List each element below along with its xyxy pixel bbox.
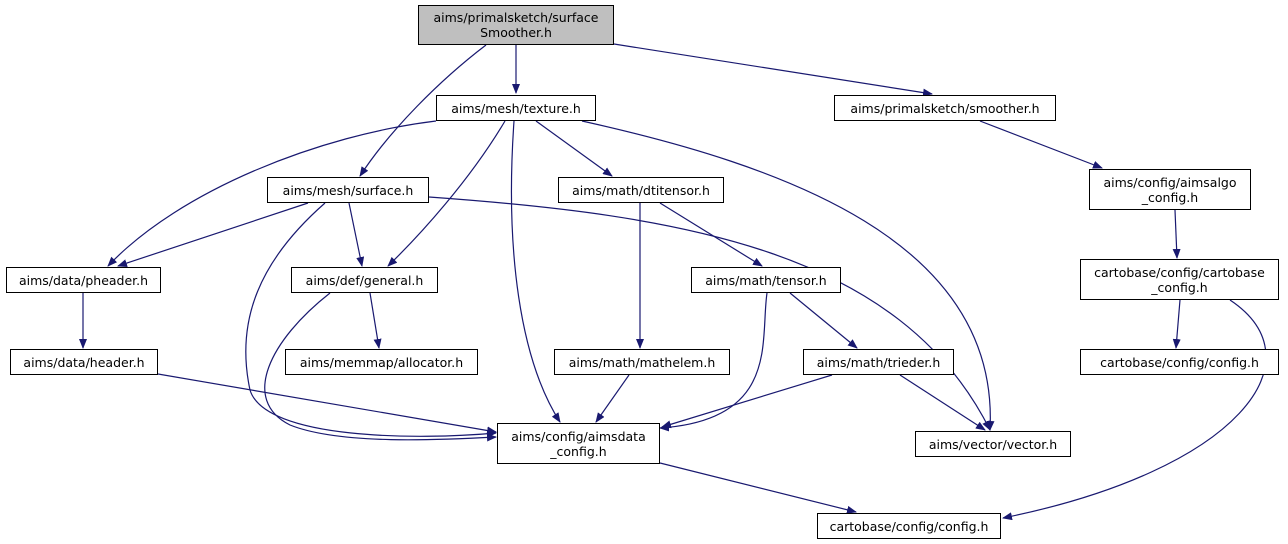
- edge-tensor-to-trieder: [789, 292, 858, 349]
- edge-smoother-to-aimsalgo: [979, 120, 1103, 169]
- edge-texture-to-vector: [581, 120, 995, 431]
- edge-general-to-allocator: [369, 292, 382, 349]
- edge-tensor-to-aimsdata: [659, 292, 768, 432]
- node-data-header[interactable]: aims/data/header.h: [10, 349, 158, 375]
- edge-cartobase-to-config-bottom: [1002, 299, 1267, 521]
- edge-root-to-surface: [359, 44, 487, 177]
- edge-trieder-to-vector: [899, 374, 986, 431]
- edge-aimsalgo-to-cartobase: [1172, 209, 1181, 259]
- edge-surface-to-vector: [428, 196, 991, 431]
- edge-surface-to-pheader: [117, 202, 309, 267]
- node-config-aimsdata-config[interactable]: aims/config/aimsdata _config.h: [497, 423, 660, 464]
- edge-cartobase-to-config-right: [1172, 299, 1181, 349]
- node-mesh-texture[interactable]: aims/mesh/texture.h: [436, 95, 596, 121]
- edge-header-to-aimsdata: [157, 373, 497, 435]
- edge-texture-to-general: [387, 120, 506, 267]
- node-vector-vector[interactable]: aims/vector/vector.h: [915, 431, 1071, 457]
- edge-texture-to-pheader: [107, 120, 437, 267]
- node-config-config-right[interactable]: cartobase/config/config.h: [1080, 349, 1279, 375]
- node-memmap-allocator[interactable]: aims/memmap/allocator.h: [285, 349, 478, 375]
- node-math-tensor[interactable]: aims/math/tensor.h: [691, 267, 841, 293]
- node-config-config-bottom[interactable]: cartobase/config/config.h: [817, 513, 1001, 539]
- node-math-mathelem[interactable]: aims/math/mathelem.h: [554, 349, 730, 375]
- node-config-aimsalgo-config[interactable]: aims/config/aimsalgo _config.h: [1089, 169, 1251, 210]
- edge-general-to-aimsdata: [264, 292, 497, 442]
- edge-texture-to-dtitensor: [535, 120, 613, 177]
- edge-aimsdata-to-config-bottom: [659, 462, 857, 514]
- node-mesh-surface[interactable]: aims/mesh/surface.h: [267, 177, 429, 203]
- node-root-surface-smoother: aims/primalsketch/surface Smoother.h: [418, 5, 614, 45]
- edge-surface-to-general: [348, 202, 365, 267]
- node-math-dtitensor[interactable]: aims/math/dtitensor.h: [558, 177, 724, 203]
- node-math-trieder[interactable]: aims/math/trieder.h: [803, 349, 954, 375]
- edge-surface-to-aimsdata: [245, 202, 497, 438]
- node-primalsketch-smoother[interactable]: aims/primalsketch/smoother.h: [834, 95, 1056, 121]
- edge-root-to-smoother: [613, 43, 933, 97]
- edge-dtitensor-to-tensor: [659, 202, 763, 267]
- edge-mathelem-to-aimsdata: [595, 374, 630, 423]
- node-data-pheader[interactable]: aims/data/pheader.h: [6, 267, 161, 293]
- edge-trieder-to-aimsdata: [661, 374, 833, 429]
- node-def-general[interactable]: aims/def/general.h: [291, 267, 438, 293]
- edge-texture-to-aimsdata: [510, 120, 561, 423]
- node-cartobase-config[interactable]: cartobase/config/cartobase _config.h: [1080, 259, 1279, 300]
